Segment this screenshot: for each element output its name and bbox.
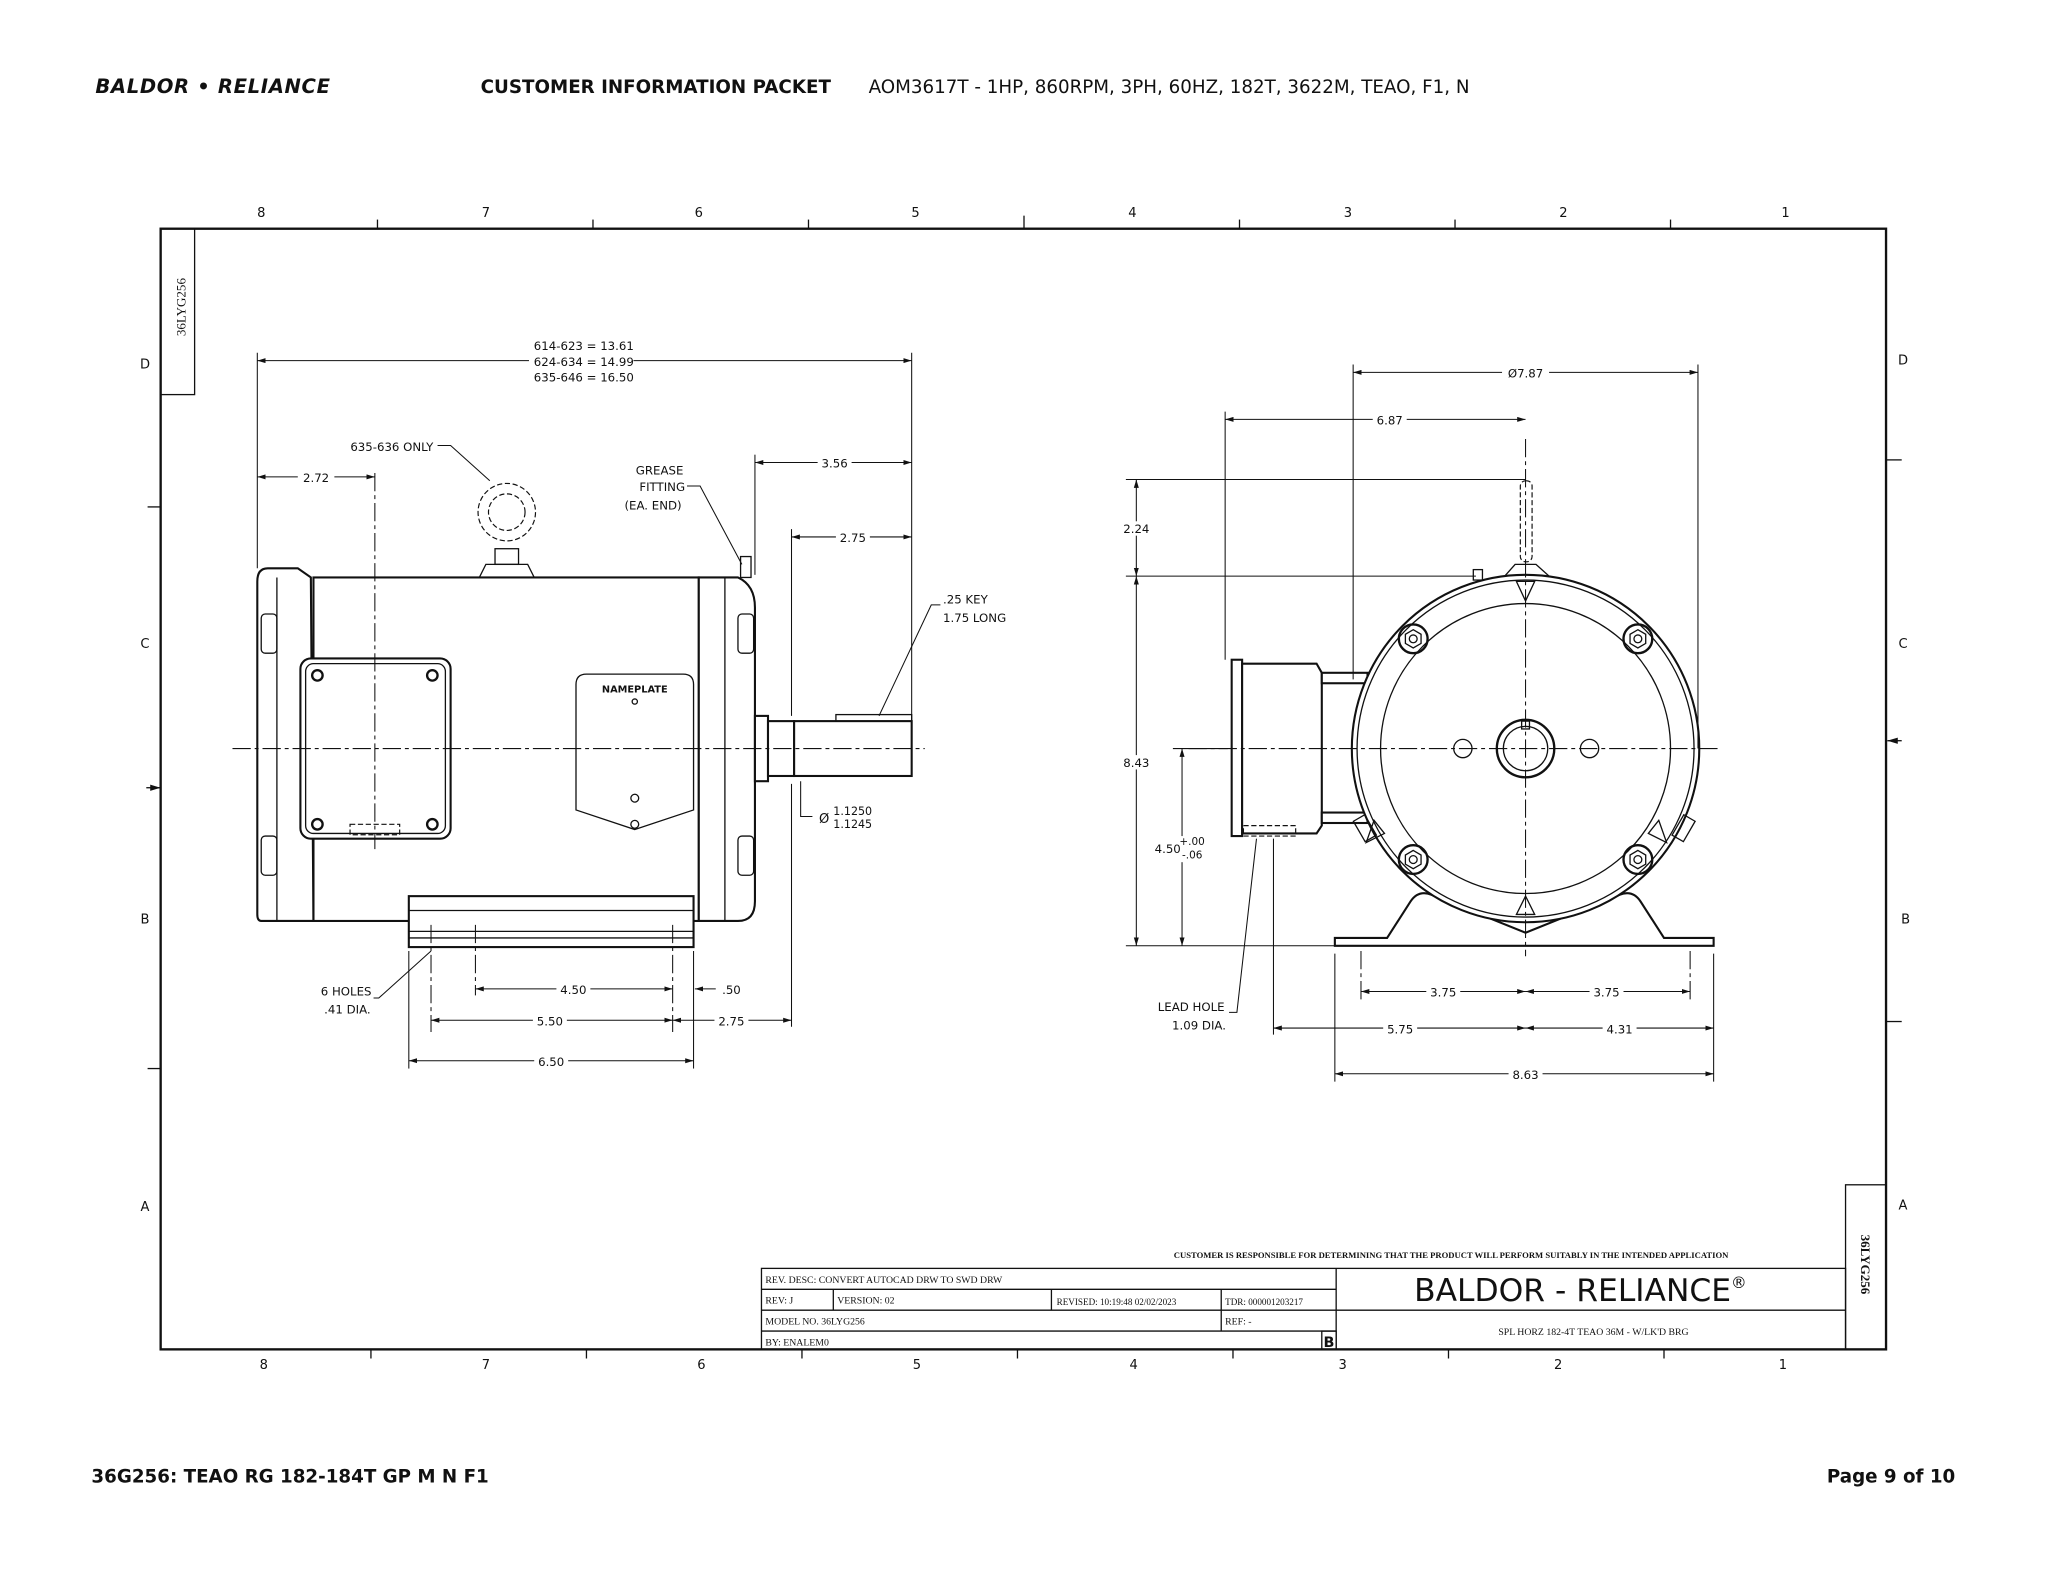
zone-col-7-bottom: 7 xyxy=(482,1358,490,1373)
brand-logo: BALDOR • RELIANCE xyxy=(95,75,330,98)
ref: REF: - xyxy=(1225,1317,1251,1328)
title-block-description: SPL HORZ 182-4T TEAO 36M - W/LK'D BRG xyxy=(1498,1327,1688,1338)
end-view-drawing: Ø7.87 6.87 2.24 8.43 4.50 +.00 -.06 LEAD… xyxy=(1120,364,1719,1082)
zone-row-d-right: D xyxy=(1898,354,1908,369)
dim-dia-7-87: Ø7.87 xyxy=(1508,367,1543,381)
nameplate-label: NAMEPLATE xyxy=(602,684,668,695)
frame-bolts xyxy=(1397,623,1654,876)
by: BY: ENALEM0 xyxy=(765,1337,829,1348)
zone-col-8: 8 xyxy=(257,206,265,221)
holes-note-2: .41 DIA. xyxy=(324,1003,371,1017)
dim-4-31: 4.31 xyxy=(1607,1022,1633,1036)
dim-8-43: 8.43 xyxy=(1123,756,1149,770)
zone-col-7: 7 xyxy=(482,206,490,221)
grease-note-3: (EA. END) xyxy=(624,499,681,513)
dim-3-56: 3.56 xyxy=(822,457,848,471)
title-block-brand: BALDOR - RELIANCE® xyxy=(1414,1273,1747,1309)
disclaimer: CUSTOMER IS RESPONSIBLE FOR DETERMINING … xyxy=(1174,1250,1729,1260)
dim-8-63: 8.63 xyxy=(1512,1068,1538,1082)
dim-3-75-right: 3.75 xyxy=(1593,986,1619,1000)
revised: REVISED: 10:19:48 02/02/2023 xyxy=(1057,1297,1177,1307)
dim-5-75: 5.75 xyxy=(1387,1022,1413,1036)
zone-row-b-right: B xyxy=(1901,913,1910,928)
zone-col-5: 5 xyxy=(911,206,919,221)
shaft-dia-min: 1.1245 xyxy=(833,818,872,831)
dim-4-50: 4.50 xyxy=(560,983,586,997)
drawing-id-bottom: 36LYG256 xyxy=(1858,1235,1873,1295)
overall-length-635-646: 635-646 = 16.50 xyxy=(534,371,634,385)
drawing-size: B xyxy=(1324,1335,1335,1351)
model-no: MODEL NO. 36LYG256 xyxy=(765,1317,865,1328)
shaft-dia-symbol: Ø xyxy=(819,812,829,827)
zone-row-a: A xyxy=(141,1200,150,1215)
zone-col-3: 3 xyxy=(1344,206,1352,221)
zone-row-d: D xyxy=(140,357,150,372)
lead-hole-note-2: 1.09 DIA. xyxy=(1172,1018,1226,1032)
key-note-1: .25 KEY xyxy=(943,593,989,607)
dim-2-75-bottom: 2.75 xyxy=(718,1014,744,1028)
zone-col-1-bottom: 1 xyxy=(1779,1358,1787,1373)
dim-2-72: 2.72 xyxy=(303,471,329,485)
zone-col-2-bottom: 2 xyxy=(1554,1358,1562,1373)
version: VERSION: 02 xyxy=(837,1296,894,1307)
dim-6-87: 6.87 xyxy=(1377,414,1403,428)
zone-col-1: 1 xyxy=(1781,206,1789,221)
dim-5-50: 5.50 xyxy=(537,1014,563,1028)
holes-note-1: 6 HOLES xyxy=(321,984,372,998)
dim-4-50-tol-minus: -.06 xyxy=(1182,849,1202,861)
page-footer: 36G256: TEAO RG 182-184T GP M N F1 Page … xyxy=(91,1467,1955,1488)
overall-length-624-634: 624-634 = 14.99 xyxy=(534,355,634,369)
zone-col-8-bottom: 8 xyxy=(260,1358,268,1373)
dim-2-24: 2.24 xyxy=(1123,522,1149,536)
side-view-drawing: NAMEPLATE 614-623 = 13.61 624-634 = 14.9… xyxy=(232,339,1006,1069)
zone-row-c-right: C xyxy=(1898,637,1907,652)
zone-col-4-bottom: 4 xyxy=(1130,1358,1138,1373)
title-block: CUSTOMER IS RESPONSIBLE FOR DETERMINING … xyxy=(760,1250,1847,1351)
zone-col-4: 4 xyxy=(1128,206,1136,221)
packet-title: CUSTOMER INFORMATION PACKET xyxy=(481,77,832,98)
zone-row-b: B xyxy=(141,913,150,928)
rev-desc: REV. DESC: CONVERT AUTOCAD DRW TO SWD DR… xyxy=(765,1275,1003,1286)
model-summary: AOM3617T - 1HP, 860RPM, 3PH, 60HZ, 182T,… xyxy=(869,77,1470,98)
dim-6-50: 6.50 xyxy=(538,1055,564,1069)
zone-col-3-bottom: 3 xyxy=(1339,1358,1347,1373)
page-number: Page 9 of 10 xyxy=(1827,1467,1955,1488)
zone-row-c: C xyxy=(140,637,149,652)
dim-0-50: .50 xyxy=(722,983,741,997)
page-header: BALDOR • RELIANCE CUSTOMER INFORMATION P… xyxy=(95,75,1469,98)
document-title: 36G256: TEAO RG 182-184T GP M N F1 xyxy=(91,1467,488,1488)
grease-note-1: GREASE xyxy=(636,463,684,477)
grease-note-2: FITTING xyxy=(639,480,685,494)
key-note-2: 1.75 LONG xyxy=(943,611,1006,625)
tdr: TDR: 000001203217 xyxy=(1225,1297,1303,1307)
zone-col-6: 6 xyxy=(695,206,703,221)
drawing-id-top: 36LYG256 xyxy=(173,278,188,337)
lead-hole-note-1: LEAD HOLE xyxy=(1158,1000,1225,1014)
dim-4-50-tol-plus: +.00 xyxy=(1179,836,1204,848)
dim-3-75-left: 3.75 xyxy=(1430,986,1456,1000)
zone-col-6-bottom: 6 xyxy=(697,1358,705,1373)
overall-length-614-623: 614-623 = 13.61 xyxy=(534,339,634,353)
dim-4-50-end: 4.50 xyxy=(1155,842,1181,856)
dim-2-75-top: 2.75 xyxy=(840,531,866,545)
zone-col-5-bottom: 5 xyxy=(913,1358,921,1373)
zone-col-2: 2 xyxy=(1559,206,1567,221)
eyebolt-note: 635-636 ONLY xyxy=(350,440,434,454)
shaft-dia-max: 1.1250 xyxy=(833,805,872,818)
zone-row-a-right: A xyxy=(1899,1199,1908,1214)
rev: REV: J xyxy=(765,1296,793,1307)
